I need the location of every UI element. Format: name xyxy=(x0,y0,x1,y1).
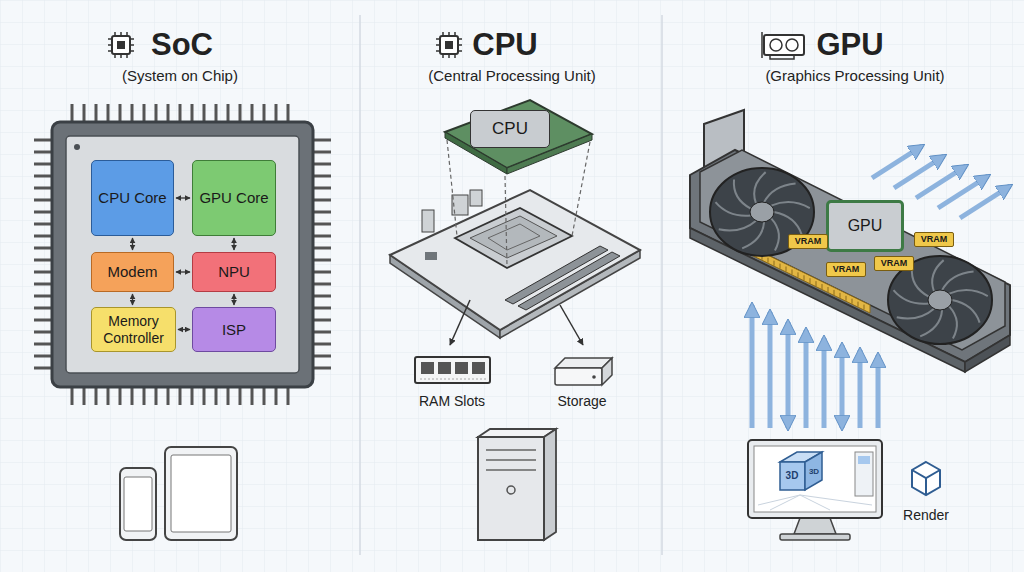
bus-arrow xyxy=(132,294,133,305)
box-text: ISP xyxy=(222,321,246,338)
isp-block: ISP xyxy=(192,307,276,352)
bus-arrow xyxy=(132,238,133,250)
panel-title: GPU xyxy=(795,27,905,63)
graphics-card xyxy=(690,110,1010,372)
panel-title: CPU xyxy=(450,27,560,63)
motherboard xyxy=(390,190,640,338)
cpu-chip: CPU xyxy=(470,110,550,148)
screen-text: 3D xyxy=(780,470,804,482)
airflow-arrows xyxy=(752,146,1010,428)
soc-package xyxy=(52,122,313,387)
part-label: Render xyxy=(886,507,966,523)
box-text: CPU xyxy=(492,119,528,139)
chip-icon xyxy=(108,32,134,58)
chip-pins xyxy=(34,104,331,405)
panel-divider xyxy=(359,15,361,555)
ram-stick-icon xyxy=(415,357,490,383)
vram-chip: VRAM xyxy=(874,256,914,271)
render-icon xyxy=(912,462,940,495)
vram-chip: VRAM xyxy=(788,234,828,249)
gpu-chip: GPU xyxy=(826,200,904,252)
vram-chip: VRAM xyxy=(914,232,954,247)
box-text: CPU Core xyxy=(98,189,166,206)
box-text: VRAM xyxy=(833,264,860,274)
bus-arrow xyxy=(176,197,190,198)
cpu-chip-illustration xyxy=(445,100,592,266)
graphics-card-icon xyxy=(762,32,804,59)
tablet-icon xyxy=(165,447,237,540)
box-text: VRAM xyxy=(795,236,822,246)
chip-icon xyxy=(436,32,462,58)
panel-subtitle: (Graphics Processing Unit) xyxy=(735,67,975,84)
npu-block: NPU xyxy=(192,252,276,292)
box-text: NPU xyxy=(218,263,250,280)
phone-icon xyxy=(120,468,156,540)
storage-drive-icon xyxy=(555,358,612,385)
modem-block: Modem xyxy=(91,252,174,292)
screen-text: 3D xyxy=(805,467,823,476)
box-text: VRAM xyxy=(881,258,908,268)
box-text: GPU xyxy=(848,217,883,235)
part-label: RAM Slots xyxy=(402,393,502,409)
panel-title: SoC xyxy=(127,27,237,63)
box-text: VRAM xyxy=(921,234,948,244)
panel-subtitle: (System on Chip) xyxy=(80,67,280,84)
panel-subtitle: (Central Processing Unit) xyxy=(392,67,632,84)
cpu-core-block: CPU Core xyxy=(91,160,174,236)
bus-arrow xyxy=(233,238,234,250)
bus-arrow xyxy=(233,294,234,305)
box-text: GPU Core xyxy=(199,189,268,206)
gpu-core-block: GPU Core xyxy=(192,160,276,236)
panel-divider xyxy=(661,15,663,555)
leader-arrow xyxy=(560,305,583,345)
bus-arrow xyxy=(178,329,190,330)
vram-chip: VRAM xyxy=(826,262,866,277)
tower-pc-icon xyxy=(478,429,556,540)
monitor-icon xyxy=(748,440,882,540)
bus-arrow xyxy=(176,271,190,272)
part-label: Storage xyxy=(537,393,627,409)
leader-arrow xyxy=(450,300,470,345)
memory-controller-block: Memory Controller xyxy=(91,307,176,352)
box-text: Memory Controller xyxy=(97,313,170,345)
pin-one-mark xyxy=(74,144,80,150)
box-text: Modem xyxy=(107,263,157,280)
soc-die xyxy=(66,136,299,373)
